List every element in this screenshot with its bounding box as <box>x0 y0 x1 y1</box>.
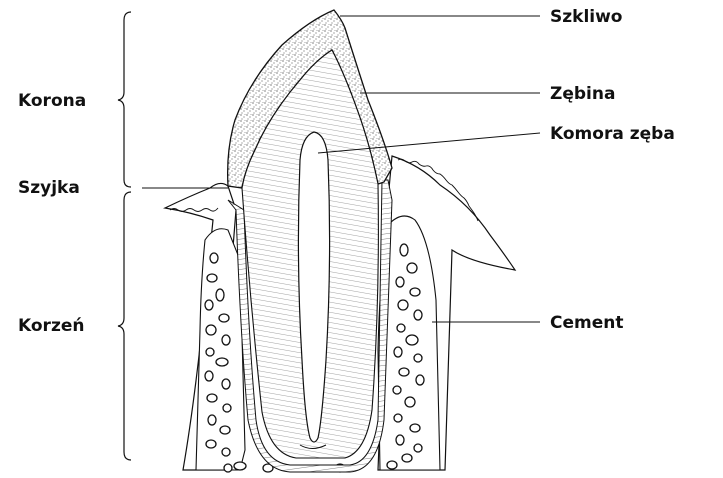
label-root: Korzeń <box>18 316 84 336</box>
label-dentin: Zębina <box>550 84 615 104</box>
root-bracket <box>118 192 131 460</box>
label-pulp-chamber: Komora zęba <box>550 124 675 144</box>
crown-bracket <box>118 12 131 187</box>
label-crown: Korona <box>18 91 86 111</box>
label-neck: Szyjka <box>18 178 80 198</box>
label-enamel: Szkliwo <box>550 7 622 27</box>
label-cementum: Cement <box>550 313 623 333</box>
